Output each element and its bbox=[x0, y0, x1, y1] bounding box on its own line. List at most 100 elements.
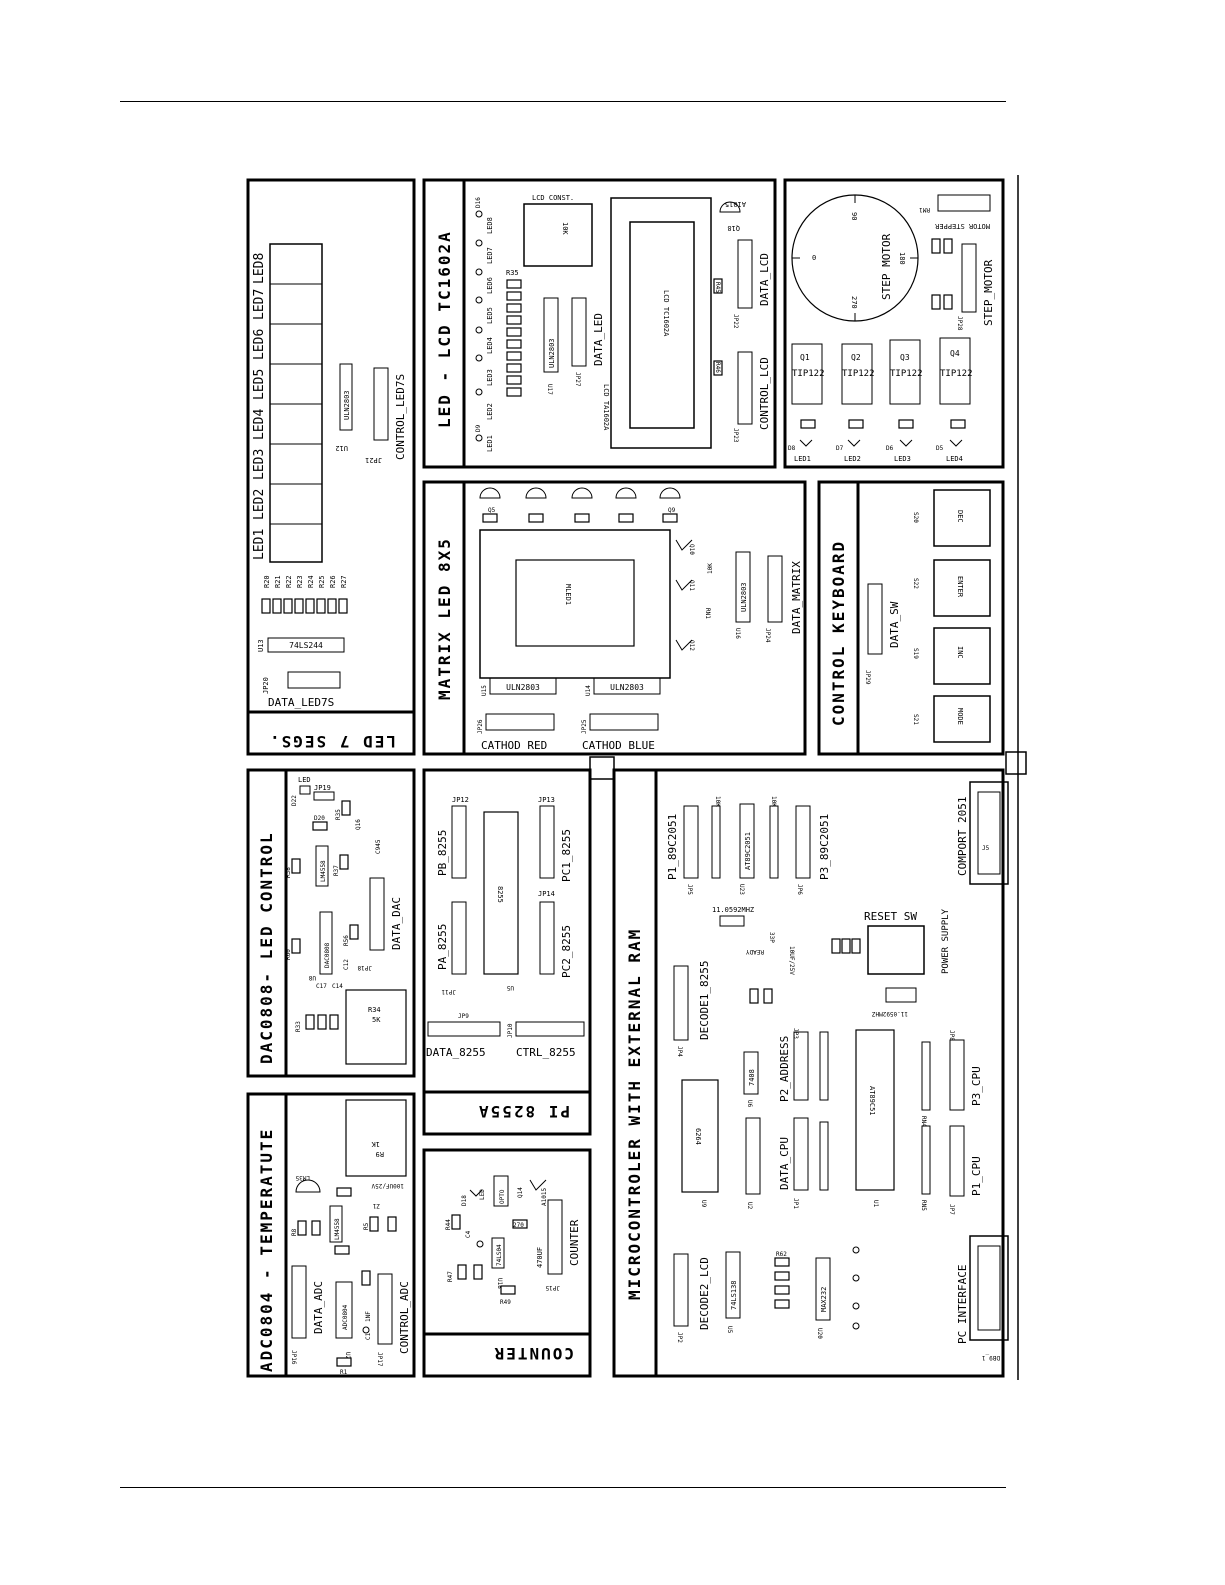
adc-c1-val: 1NF bbox=[365, 1311, 372, 1322]
section-keyboard: CONTROL KEYBOARD JP29 DATA_SW DEC ENTER … bbox=[817, 480, 1005, 756]
adc-chip: ADC0804 bbox=[342, 1304, 349, 1330]
counter-d18: D18 bbox=[461, 1195, 468, 1206]
dac-chip: DAC0808 bbox=[324, 942, 331, 968]
section-lcd: LED - LCD TC1602A D9 D16 LED1 LED2 LED3 … bbox=[422, 178, 777, 469]
lcd-jp22: JP22 bbox=[732, 314, 739, 329]
matrix-u16-ref: U16 bbox=[734, 628, 741, 639]
counter-c5-val: 470UF bbox=[536, 1247, 544, 1268]
adc-r5: R5 bbox=[363, 1222, 370, 1230]
dac-data-label: DATA_DAC bbox=[390, 897, 403, 950]
dac-r34: R34 bbox=[368, 1006, 381, 1014]
key-s19: S19 bbox=[912, 648, 919, 659]
led7-label-5: LED5 bbox=[252, 369, 267, 400]
led7-jp21: JP21 bbox=[365, 456, 382, 464]
key-mode-label: MODE bbox=[956, 708, 964, 725]
mcu-r62: R62 bbox=[776, 1251, 787, 1258]
matrix-q10: Q10 bbox=[688, 544, 695, 555]
step-q4: Q4 bbox=[950, 349, 960, 358]
mcu-pf: 10UF/25V bbox=[788, 946, 795, 975]
led7-label-3: LED3 bbox=[252, 449, 267, 480]
lcd-led8: LED8 bbox=[486, 217, 494, 234]
section-adc: ADC0804 - TEMPERATUTE R9 1K 100UF/25V LM… bbox=[246, 1092, 416, 1378]
lcd-led-row bbox=[475, 210, 483, 442]
led7-label-7: LED7 bbox=[252, 289, 267, 320]
led7-label-6: LED6 bbox=[252, 329, 267, 360]
p8255-pb: PB_8255 bbox=[436, 830, 449, 876]
mcu-u2: U2 bbox=[746, 1202, 753, 1210]
dac-c14: C14 bbox=[332, 983, 343, 990]
mcu-cpu: AT89C51 bbox=[868, 1086, 876, 1116]
mcu-jp3: JP3 bbox=[792, 1028, 799, 1039]
key-inc bbox=[933, 627, 991, 685]
led7-u12-chip: ULN2803 bbox=[343, 390, 351, 420]
lcd-led4: LED4 bbox=[486, 337, 494, 354]
mcu-p3-cpu: P3_CPU bbox=[970, 1066, 983, 1106]
matrix-data-label: DATA_MATRIX bbox=[790, 561, 803, 634]
mcu-comport: COMPORT 2051 bbox=[956, 797, 969, 876]
mcu-u20: U20 bbox=[816, 1328, 823, 1339]
mcu-u5: U5 bbox=[726, 1326, 733, 1334]
matrix-rn1: RN1 bbox=[704, 608, 711, 619]
dac-jp19: JP19 bbox=[314, 784, 331, 792]
dac-c17: C17 bbox=[316, 983, 327, 990]
adc-control-label: CONTROL_ADC bbox=[398, 1281, 411, 1354]
lcd-q18: Q18 bbox=[727, 224, 740, 232]
lcd-u17-chip: ULN2803 bbox=[548, 338, 556, 368]
lcd-resistor-stack bbox=[506, 279, 522, 397]
dac-c12: C12 bbox=[343, 959, 350, 970]
step-led1: LED1 bbox=[794, 455, 811, 463]
step-led4: LED4 bbox=[946, 455, 963, 463]
matrix-u14-chip: ULN2803 bbox=[610, 683, 644, 692]
p8255-pc2: PC2_8255 bbox=[560, 925, 573, 978]
p8255-jp9: JP9 bbox=[458, 1013, 469, 1020]
counter-r49: R49 bbox=[500, 1299, 511, 1306]
mcu-ready: READY bbox=[746, 948, 764, 955]
section-counter: COUNTER D18 LED OPTO Q14 A1015 R44 C4 74… bbox=[422, 1148, 592, 1378]
adc-data-label: DATA_ADC bbox=[312, 1281, 325, 1334]
adc-lm35: LM35 bbox=[295, 1174, 310, 1181]
dac-r34-val: 5K bbox=[372, 1016, 381, 1024]
mcu-c33p: 33P bbox=[768, 932, 775, 943]
matrix-q9: Q9 bbox=[668, 507, 676, 514]
adc-jp17: JP17 bbox=[376, 1352, 383, 1367]
key-inc-label: INC bbox=[956, 646, 964, 659]
step-d5: D5 bbox=[936, 445, 944, 452]
adc-r1: R1 bbox=[340, 1369, 348, 1376]
led7-r26: R26 bbox=[329, 575, 337, 588]
adc-cap: 100UF/25V bbox=[371, 1182, 404, 1189]
led7-resistor-bank bbox=[261, 598, 348, 614]
led7seg-title: LED 7 SEGS. bbox=[268, 732, 396, 751]
step-q3: Q3 bbox=[900, 353, 910, 362]
dac-c945: C945 bbox=[375, 839, 382, 854]
lcd-pot-val: 10K bbox=[561, 222, 569, 235]
header-rule bbox=[120, 101, 1006, 102]
section-mcu: MICROCONTROLER WITH EXTERNAL RAM P1_89C2… bbox=[612, 768, 1009, 1378]
led7-data-label: DATA_LED7S bbox=[268, 696, 334, 709]
counter-a1015: A1015 bbox=[541, 1188, 548, 1206]
lcd-led7: LED7 bbox=[486, 247, 494, 264]
matrix-title: MATRIX LED 8X5 bbox=[435, 537, 454, 700]
mcu-u6: U6 bbox=[746, 1100, 753, 1108]
mcu-crystal2: 11.0592MHZ bbox=[871, 1010, 908, 1017]
dac-r37: R37 bbox=[333, 865, 340, 876]
led7-u12-ref: U12 bbox=[335, 444, 348, 452]
board-notch bbox=[1005, 751, 1027, 775]
step-jp28: JP28 bbox=[956, 316, 963, 331]
key-dec bbox=[933, 489, 991, 547]
adc-jp16: JP16 bbox=[290, 1350, 297, 1365]
mcu-decode1: DECODE1_8255 bbox=[698, 961, 711, 1040]
counter-q14: Q14 bbox=[517, 1187, 524, 1198]
counter-r47: R47 bbox=[447, 1271, 454, 1282]
counter-title: COUNTER bbox=[493, 1344, 574, 1363]
lcd-jp27: JP27 bbox=[574, 372, 581, 387]
counter-opto: OPTO bbox=[499, 1189, 506, 1204]
matrix-rn-val: 10K bbox=[707, 563, 714, 574]
section-stepper: 0 90 180 270 STEP MOTOR RM1 MOTOR STEPPE… bbox=[783, 178, 1005, 469]
led7-label-8: LED8 bbox=[252, 253, 267, 284]
lcd-jp23: JP23 bbox=[732, 428, 739, 443]
mcu-com-ref: J5 bbox=[982, 845, 990, 852]
mcu-jp1: JP1 bbox=[792, 1198, 799, 1209]
mcu-jp5: JP5 bbox=[686, 884, 693, 895]
matrix-q12: Q12 bbox=[688, 640, 695, 651]
